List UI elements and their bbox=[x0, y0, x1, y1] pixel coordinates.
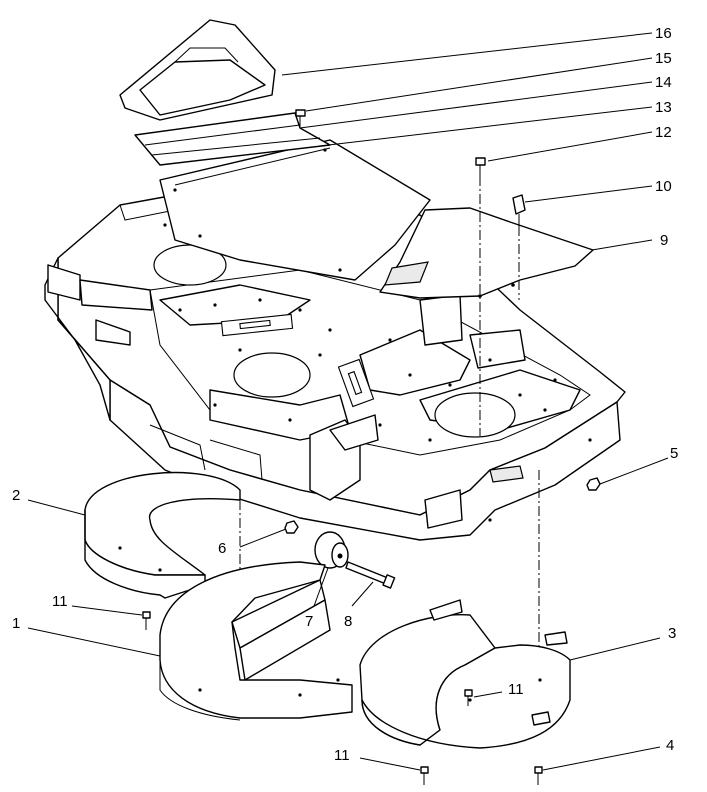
callout-11-bottom: 11 bbox=[334, 747, 350, 764]
callout-7: 7 bbox=[305, 613, 313, 630]
screw-11-left bbox=[142, 611, 151, 630]
callout-labels: 16 15 14 13 12 10 9 5 2 6 11 7 8 1 3 11 … bbox=[12, 25, 678, 764]
callout-5: 5 bbox=[670, 445, 678, 462]
callout-2: 2 bbox=[12, 487, 20, 504]
callout-11-middle: 11 bbox=[508, 681, 524, 698]
mower-deck-housing bbox=[44, 194, 626, 541]
bolt-15 bbox=[295, 109, 306, 128]
callout-leader-lines bbox=[27, 32, 669, 771]
roller-bolt bbox=[345, 561, 396, 589]
nut-5 bbox=[586, 477, 601, 491]
roller-nut bbox=[284, 520, 299, 534]
assembly-center-lines bbox=[239, 176, 540, 720]
bolt-12 bbox=[475, 157, 486, 176]
callout-10: 10 bbox=[655, 178, 672, 195]
callout-8: 8 bbox=[344, 613, 352, 630]
knob-10 bbox=[512, 194, 526, 226]
callout-6: 6 bbox=[218, 540, 226, 557]
anti-scalp-roller bbox=[314, 531, 349, 569]
deck-bolt-holes bbox=[163, 223, 592, 522]
baffle-1 bbox=[159, 561, 353, 721]
callout-12: 12 bbox=[655, 124, 672, 141]
callout-11-left: 11 bbox=[52, 593, 68, 610]
callout-4: 4 bbox=[666, 737, 674, 754]
callout-15: 15 bbox=[655, 50, 672, 67]
right-shield-tab bbox=[384, 261, 429, 286]
screw-11-bottom bbox=[420, 766, 429, 785]
callout-16: 16 bbox=[655, 25, 672, 42]
callout-9: 9 bbox=[660, 232, 668, 249]
callout-13: 13 bbox=[655, 99, 672, 116]
screw-4 bbox=[534, 766, 543, 785]
top-cover-plate bbox=[159, 139, 431, 281]
right-shield-plate bbox=[379, 207, 594, 299]
callout-3: 3 bbox=[668, 625, 676, 642]
screw-11-middle bbox=[464, 689, 473, 706]
callout-14: 14 bbox=[655, 74, 672, 91]
callout-1: 1 bbox=[12, 615, 20, 632]
